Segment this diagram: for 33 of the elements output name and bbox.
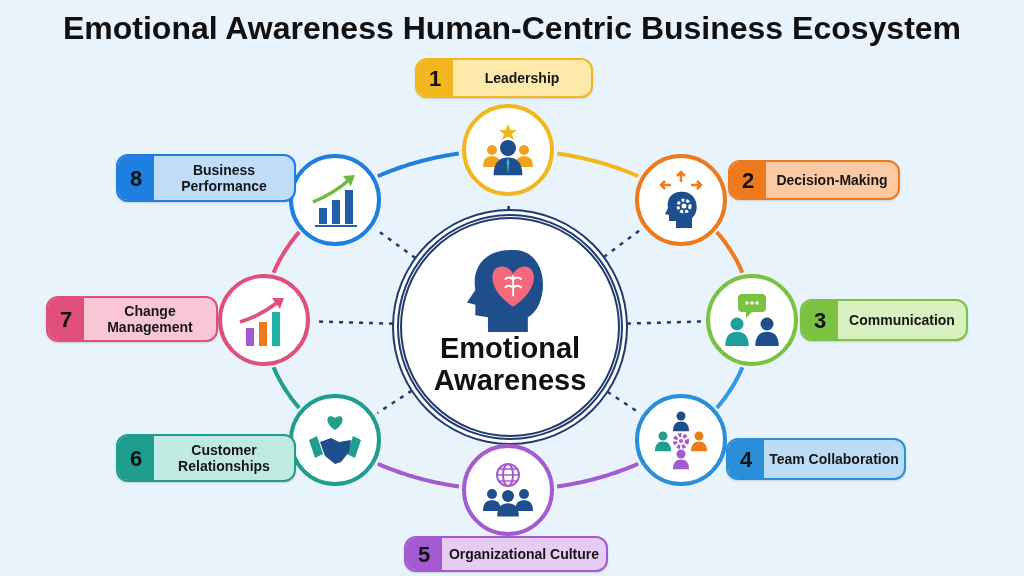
center-label: Emotional Awareness (432, 332, 588, 396)
dotted-connector (376, 389, 413, 415)
label-pill (800, 299, 968, 341)
number-tab: 3 (802, 301, 838, 339)
label-pill (404, 536, 608, 572)
dotted-connector (603, 228, 642, 259)
number-tab: 2 (730, 162, 766, 198)
number-tab: 6 (118, 436, 154, 480)
pill-label: Customer Relationships (177, 442, 271, 474)
number-tab: 5 (406, 538, 442, 570)
ring-connector (715, 366, 745, 410)
pill-label: Organizational Culture (448, 546, 600, 562)
ring-connector (271, 230, 301, 274)
label-pill (728, 160, 900, 200)
pill-label: Change Management (106, 303, 194, 335)
dotted-connector (626, 320, 703, 325)
number-tab: 7 (48, 298, 84, 340)
title: Emotional Awareness Human-Centric Business Ecosystem (61, 9, 963, 48)
label-pill (415, 58, 593, 98)
number-tab: 1 (417, 60, 453, 96)
label-pill (116, 154, 296, 202)
number-tab: 8 (118, 156, 154, 200)
label-pill (46, 296, 218, 342)
label-pill (116, 434, 296, 482)
label-pill (726, 438, 906, 480)
pill-label: Leadership (484, 70, 560, 86)
pill-label: Decision-Making (776, 172, 888, 188)
pill-label: Team Collaboration (769, 451, 899, 467)
pill-label: Business Performance (180, 162, 268, 194)
pill-label: Communication (849, 312, 955, 328)
ring-connector (271, 366, 301, 410)
ring-connector (715, 230, 745, 274)
number-tab: 4 (728, 440, 764, 478)
